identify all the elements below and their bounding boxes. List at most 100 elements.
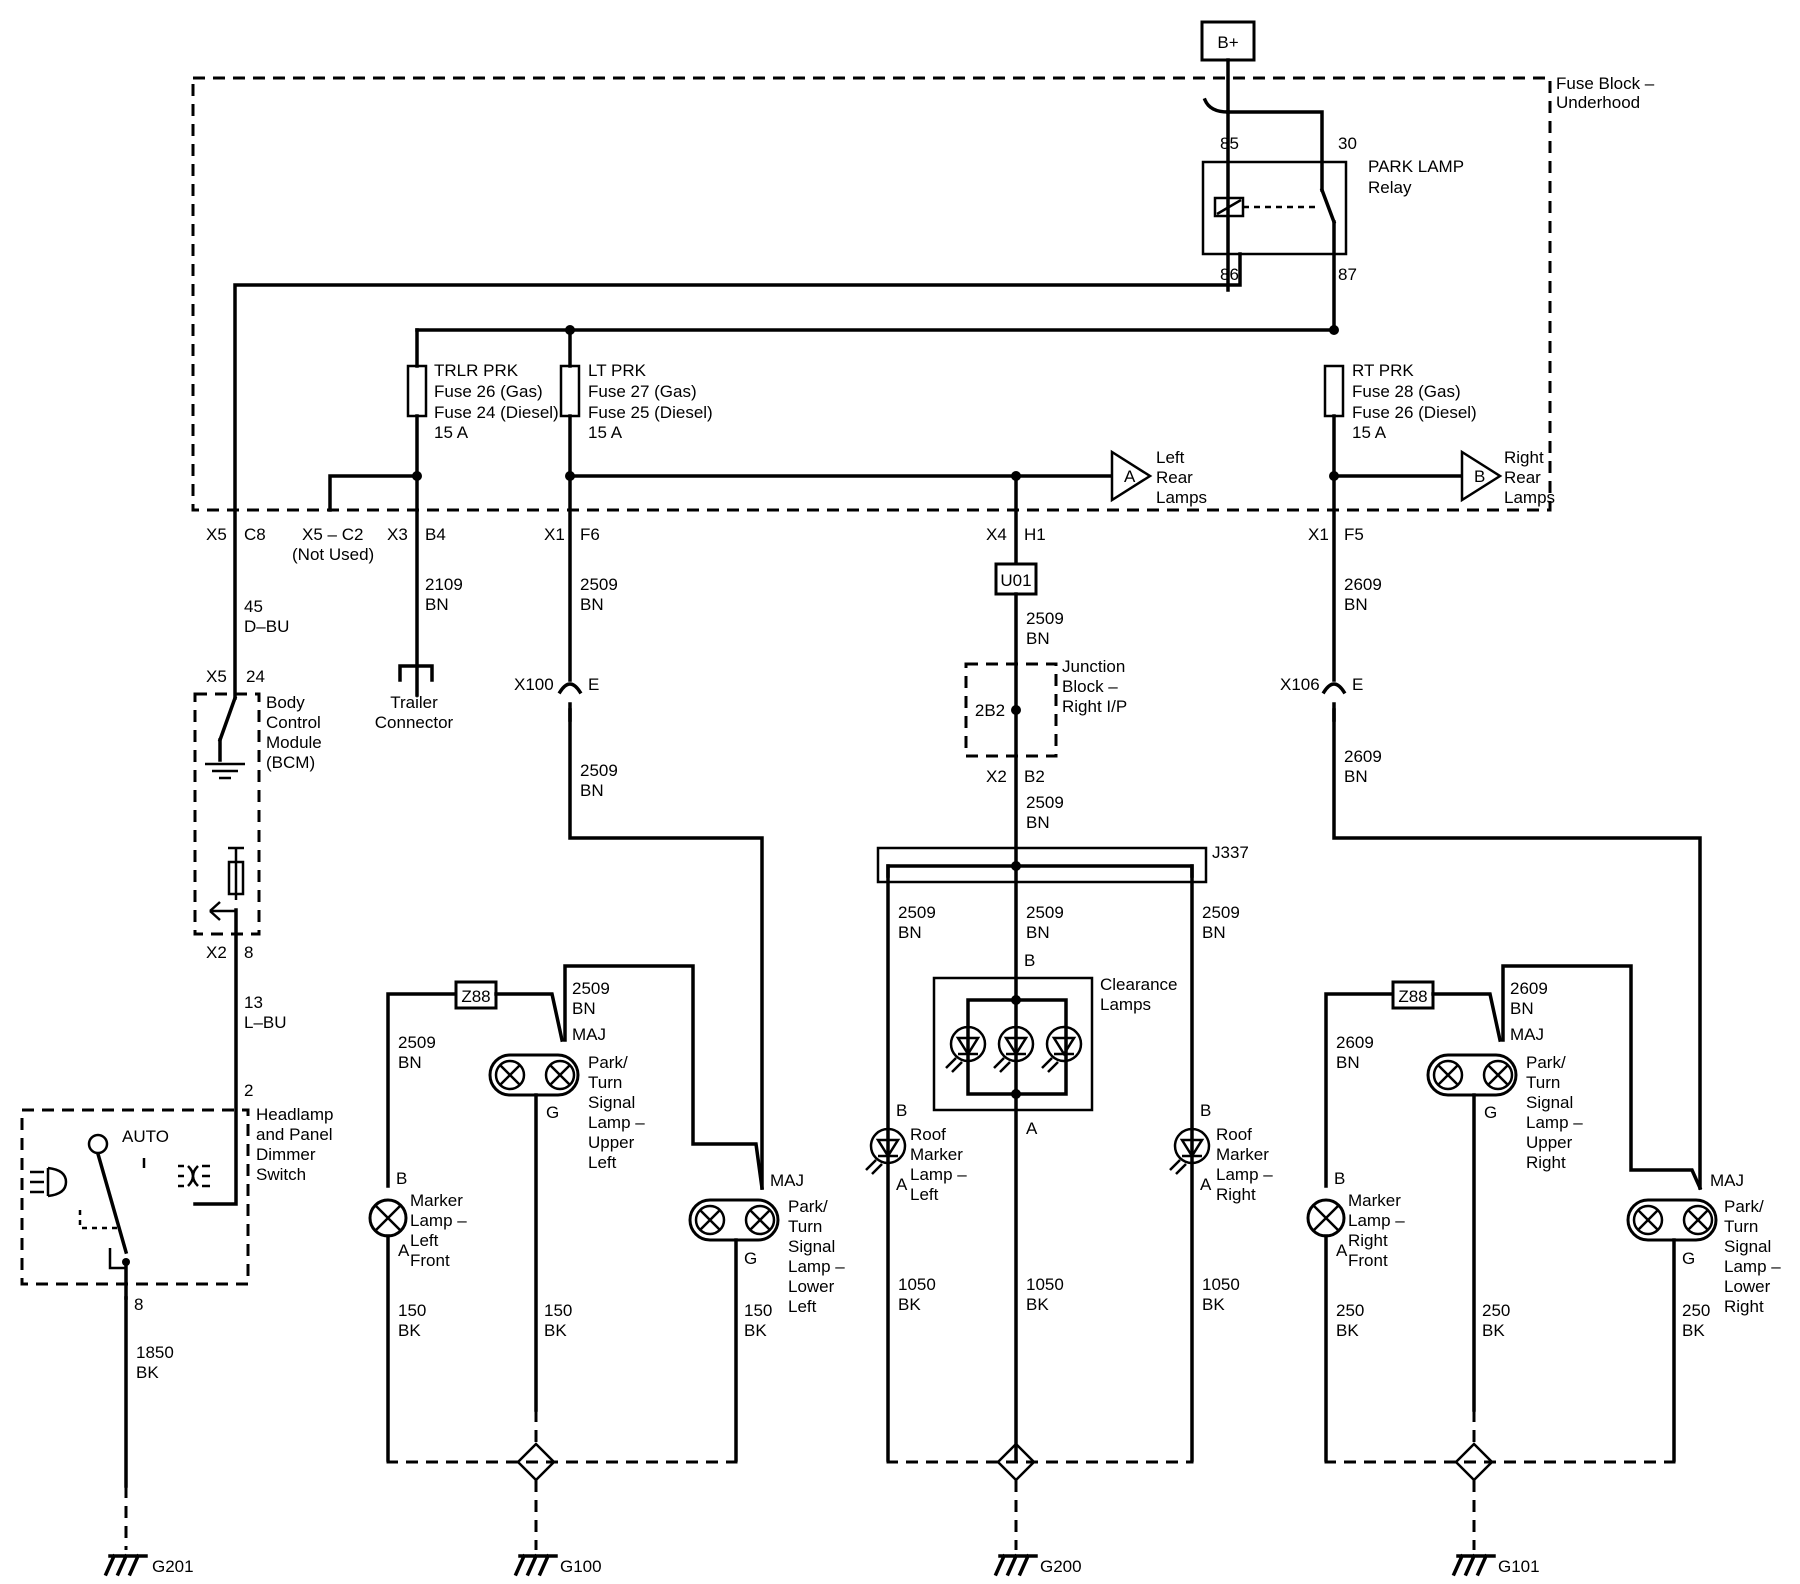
- svg-text:Connector: Connector: [375, 713, 454, 732]
- power-source: B+: [1200, 20, 1256, 114]
- svg-text:Park/: Park/: [788, 1197, 828, 1216]
- svg-text:2609: 2609: [1336, 1033, 1374, 1052]
- svg-text:1050: 1050: [1026, 1275, 1064, 1294]
- svg-text:BN: BN: [1336, 1053, 1360, 1072]
- headlamp-icon: [30, 1166, 68, 1198]
- svg-text:2509: 2509: [1202, 903, 1240, 922]
- svg-text:Lamps: Lamps: [1504, 488, 1555, 507]
- park-lamp-relay: 85 30 86 87 PARK LAMP Relay: [1201, 97, 1464, 332]
- svg-text:AUTO: AUTO: [122, 1127, 169, 1146]
- svg-text:B4: B4: [425, 525, 446, 544]
- svg-text:Lamps: Lamps: [1100, 995, 1151, 1014]
- relay-pin-87: 87: [1338, 265, 1357, 284]
- svg-text:2509: 2509: [572, 979, 610, 998]
- svg-text:BN: BN: [1344, 595, 1368, 614]
- svg-text:Fuse 26 (Gas): Fuse 26 (Gas): [434, 382, 543, 401]
- ground-g100-splice: G100: [386, 1410, 738, 1577]
- svg-text:2509: 2509: [1026, 609, 1064, 628]
- svg-text:Z88: Z88: [1398, 987, 1427, 1006]
- ground-g201: G201: [103, 1553, 194, 1577]
- svg-text:BK: BK: [1482, 1321, 1505, 1340]
- svg-text:2B2: 2B2: [975, 701, 1005, 720]
- svg-text:24: 24: [246, 667, 265, 686]
- right-front-lamp-cluster: Z88 2609 BN MAJ 2609 BN: [1324, 964, 1703, 1191]
- svg-text:(BCM): (BCM): [266, 753, 315, 772]
- svg-text:2509: 2509: [898, 903, 936, 922]
- svg-text:RT PRK: RT PRK: [1352, 361, 1414, 380]
- svg-text:Block –: Block –: [1062, 677, 1118, 696]
- svg-text:J337: J337: [1212, 843, 1249, 862]
- wire-not-used-stub: [328, 474, 419, 512]
- svg-text:G: G: [546, 1103, 559, 1122]
- svg-text:BN: BN: [1510, 999, 1534, 1018]
- svg-text:BK: BK: [1202, 1295, 1225, 1314]
- svg-text:250: 250: [1336, 1301, 1364, 1320]
- svg-text:Upper: Upper: [1526, 1133, 1573, 1152]
- svg-text:BK: BK: [744, 1321, 767, 1340]
- svg-text:BK: BK: [898, 1295, 921, 1314]
- svg-text:Left: Left: [788, 1297, 817, 1316]
- svg-text:A: A: [1124, 467, 1136, 486]
- svg-text:Right: Right: [1724, 1297, 1764, 1316]
- svg-text:BK: BK: [398, 1321, 421, 1340]
- svg-text:Right: Right: [1216, 1185, 1256, 1204]
- svg-text:Front: Front: [1348, 1251, 1388, 1270]
- svg-text:F6: F6: [580, 525, 600, 544]
- power-source-label: B+: [1217, 33, 1238, 52]
- svg-text:2109: 2109: [425, 575, 463, 594]
- svg-text:Fuse 28 (Gas): Fuse 28 (Gas): [1352, 382, 1461, 401]
- svg-text:B: B: [396, 1169, 407, 1188]
- svg-text:Park/: Park/: [588, 1053, 628, 1072]
- off-position-icon: [87, 1133, 109, 1155]
- relay-pin-30: 30: [1338, 134, 1357, 153]
- svg-text:Fuse 24 (Diesel): Fuse 24 (Diesel): [434, 403, 559, 422]
- svg-text:Left: Left: [1156, 448, 1185, 467]
- svg-text:BN: BN: [1344, 767, 1368, 786]
- svg-text:A: A: [1336, 1241, 1348, 1260]
- svg-text:G100: G100: [560, 1557, 602, 1576]
- svg-text:Right: Right: [1504, 448, 1544, 467]
- svg-text:X2: X2: [986, 767, 1007, 786]
- svg-text:B2: B2: [1024, 767, 1045, 786]
- led-icon: [945, 1025, 987, 1073]
- svg-text:Lamp –: Lamp –: [910, 1165, 967, 1184]
- svg-text:2509: 2509: [580, 575, 618, 594]
- svg-text:Marker: Marker: [1348, 1191, 1401, 1210]
- svg-text:A: A: [896, 1175, 908, 1194]
- svg-text:BK: BK: [1336, 1321, 1359, 1340]
- junction-block-right-ip: 2B2 Junction Block – Right I/P: [964, 657, 1127, 758]
- svg-text:Switch: Switch: [256, 1165, 306, 1184]
- svg-text:150: 150: [544, 1301, 572, 1320]
- roof-marker-lamp-left: B A Roof Marker Lamp – Left: [865, 1101, 967, 1204]
- svg-text:BN: BN: [1202, 923, 1226, 942]
- svg-text:X3: X3: [387, 525, 408, 544]
- svg-text:Signal: Signal: [788, 1237, 835, 1256]
- svg-text:(Not Used): (Not Used): [292, 545, 374, 564]
- svg-text:15 A: 15 A: [1352, 423, 1387, 442]
- svg-text:Front: Front: [410, 1251, 450, 1270]
- svg-text:BN: BN: [1026, 813, 1050, 832]
- svg-text:Headlamp: Headlamp: [256, 1105, 334, 1124]
- svg-text:Right: Right: [1348, 1231, 1388, 1250]
- svg-text:X4: X4: [986, 525, 1007, 544]
- svg-text:Lamp –: Lamp –: [1348, 1211, 1405, 1230]
- offpage-left-rear-lamps: A Left Rear Lamps: [1110, 448, 1207, 507]
- svg-text:Roof: Roof: [1216, 1125, 1252, 1144]
- svg-text:Lower: Lower: [1724, 1277, 1771, 1296]
- svg-text:Junction: Junction: [1062, 657, 1125, 676]
- svg-text:C8: C8: [244, 525, 266, 544]
- svg-text:Right I/P: Right I/P: [1062, 697, 1127, 716]
- svg-text:X1: X1: [1308, 525, 1329, 544]
- svg-text:A: A: [398, 1241, 410, 1260]
- svg-text:Fuse 25 (Diesel): Fuse 25 (Diesel): [588, 403, 713, 422]
- park-turn-lamp-upper-left: G Park/ Turn Signal Lamp – Upper Left: [488, 1053, 645, 1412]
- svg-text:BN: BN: [1026, 923, 1050, 942]
- svg-text:Turn: Turn: [1526, 1073, 1560, 1092]
- svg-text:150: 150: [398, 1301, 426, 1320]
- svg-text:BK: BK: [1026, 1295, 1049, 1314]
- svg-text:2609: 2609: [1344, 575, 1382, 594]
- svg-text:Clearance: Clearance: [1100, 975, 1178, 994]
- svg-text:Fuse 26 (Diesel): Fuse 26 (Diesel): [1352, 403, 1477, 422]
- svg-text:Lamp –: Lamp –: [1724, 1257, 1781, 1276]
